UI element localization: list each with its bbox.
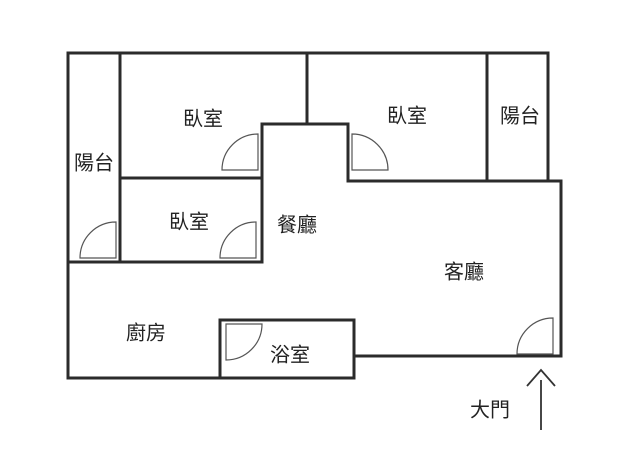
entrance-label: 大門 <box>470 397 510 422</box>
wall-dining-notch <box>260 122 550 183</box>
entrance-arrow-icon <box>526 368 556 430</box>
door-entrance <box>516 317 554 355</box>
room-label-bedroom-top-right: 臥室 <box>387 103 427 128</box>
doors <box>79 133 554 361</box>
room-label-bathroom: 浴室 <box>270 342 310 367</box>
bathroom-walls <box>218 318 356 380</box>
room-label-living: 客廳 <box>444 259 484 284</box>
door-balcony-left <box>79 221 117 259</box>
room-label-kitchen: 廚房 <box>126 320 166 345</box>
door-bedroom-top-right <box>351 133 389 171</box>
door-bedroom-middle <box>219 221 257 259</box>
door-bathroom <box>225 323 263 361</box>
door-bedroom-top-left <box>221 133 259 171</box>
walls <box>66 51 563 380</box>
outer-wall <box>66 51 563 380</box>
room-label-balcony-left: 陽台 <box>74 150 114 175</box>
room-label-bedroom-top-left: 臥室 <box>183 106 223 131</box>
room-label-dining: 餐廳 <box>277 212 317 237</box>
room-label-balcony-right: 陽台 <box>500 103 540 128</box>
room-label-bedroom-middle: 臥室 <box>169 209 209 234</box>
